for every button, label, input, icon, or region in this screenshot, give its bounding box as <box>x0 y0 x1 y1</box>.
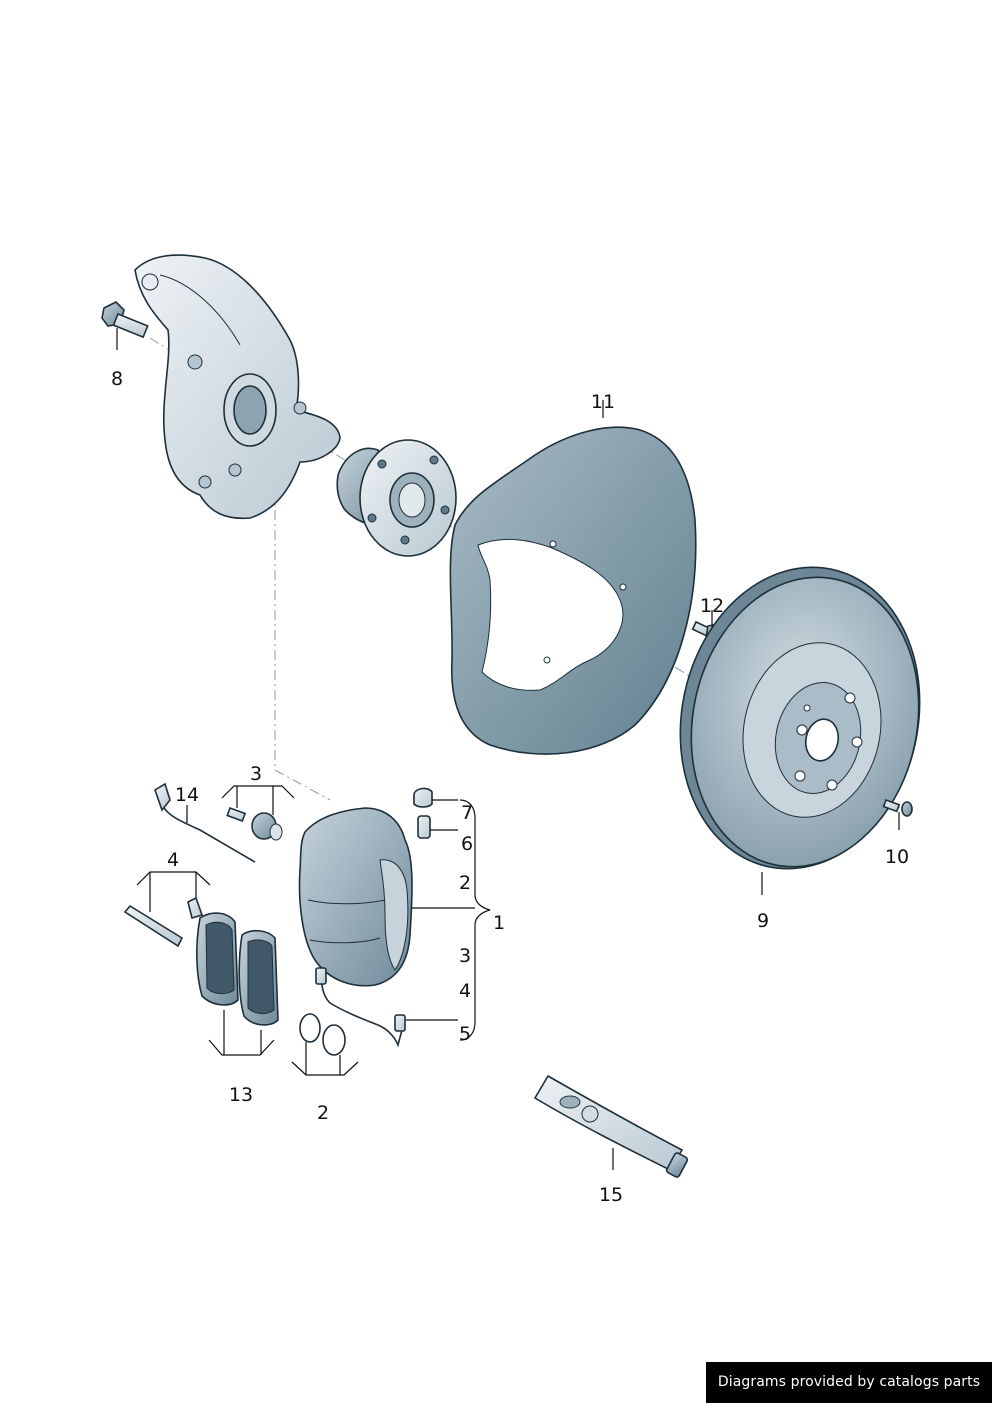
callout-2-bottom: 2 <box>317 1102 329 1124</box>
guide-bolt-3 <box>226 806 283 841</box>
bleed-valve-6 <box>417 815 431 839</box>
callout-2-right: 2 <box>459 872 471 894</box>
callout-6: 6 <box>461 833 473 855</box>
pad-clip-4 <box>187 896 204 920</box>
wear-sensor-14 <box>154 782 256 863</box>
callout-labels: 8 11 12 10 9 3 14 7 6 4 2 1 3 4 5 13 2 1… <box>111 368 909 1206</box>
callout-1: 1 <box>493 912 505 934</box>
callout-4-top: 4 <box>167 849 179 871</box>
callout-9: 9 <box>757 910 769 932</box>
wheel-hub <box>336 439 457 557</box>
leader-lines <box>116 328 900 1170</box>
steering-knuckle <box>134 254 341 520</box>
callout-4-right: 4 <box>459 980 471 1002</box>
callout-3-top: 3 <box>250 763 262 785</box>
screw-10 <box>882 798 913 817</box>
callout-8: 8 <box>111 368 123 390</box>
callout-13: 13 <box>229 1084 253 1106</box>
callout-10: 10 <box>885 846 909 868</box>
brake-disc-9 <box>679 566 921 870</box>
callout-12: 12 <box>700 595 724 617</box>
callout-14: 14 <box>175 784 199 806</box>
credit-banner: Diagrams provided by catalogs parts <box>706 1362 992 1403</box>
bleed-cap-7 <box>413 787 433 808</box>
grease-tube-15 <box>533 1074 689 1178</box>
callout-15: 15 <box>599 1184 623 1206</box>
bolt-8 <box>101 301 149 339</box>
pad-shim-4 <box>123 904 184 948</box>
brake-caliper <box>298 807 413 987</box>
callout-7: 7 <box>461 802 473 824</box>
brake-pad-outer-13 <box>238 929 279 1026</box>
callout-11: 11 <box>591 391 615 413</box>
brake-hose-5 <box>315 967 406 1048</box>
dust-shield-11 <box>449 426 697 755</box>
callout-3-right: 3 <box>459 945 471 967</box>
brake-pad-inner-13 <box>196 912 239 1006</box>
seal-ring-2 <box>299 1013 346 1056</box>
callout-5: 5 <box>459 1023 471 1045</box>
